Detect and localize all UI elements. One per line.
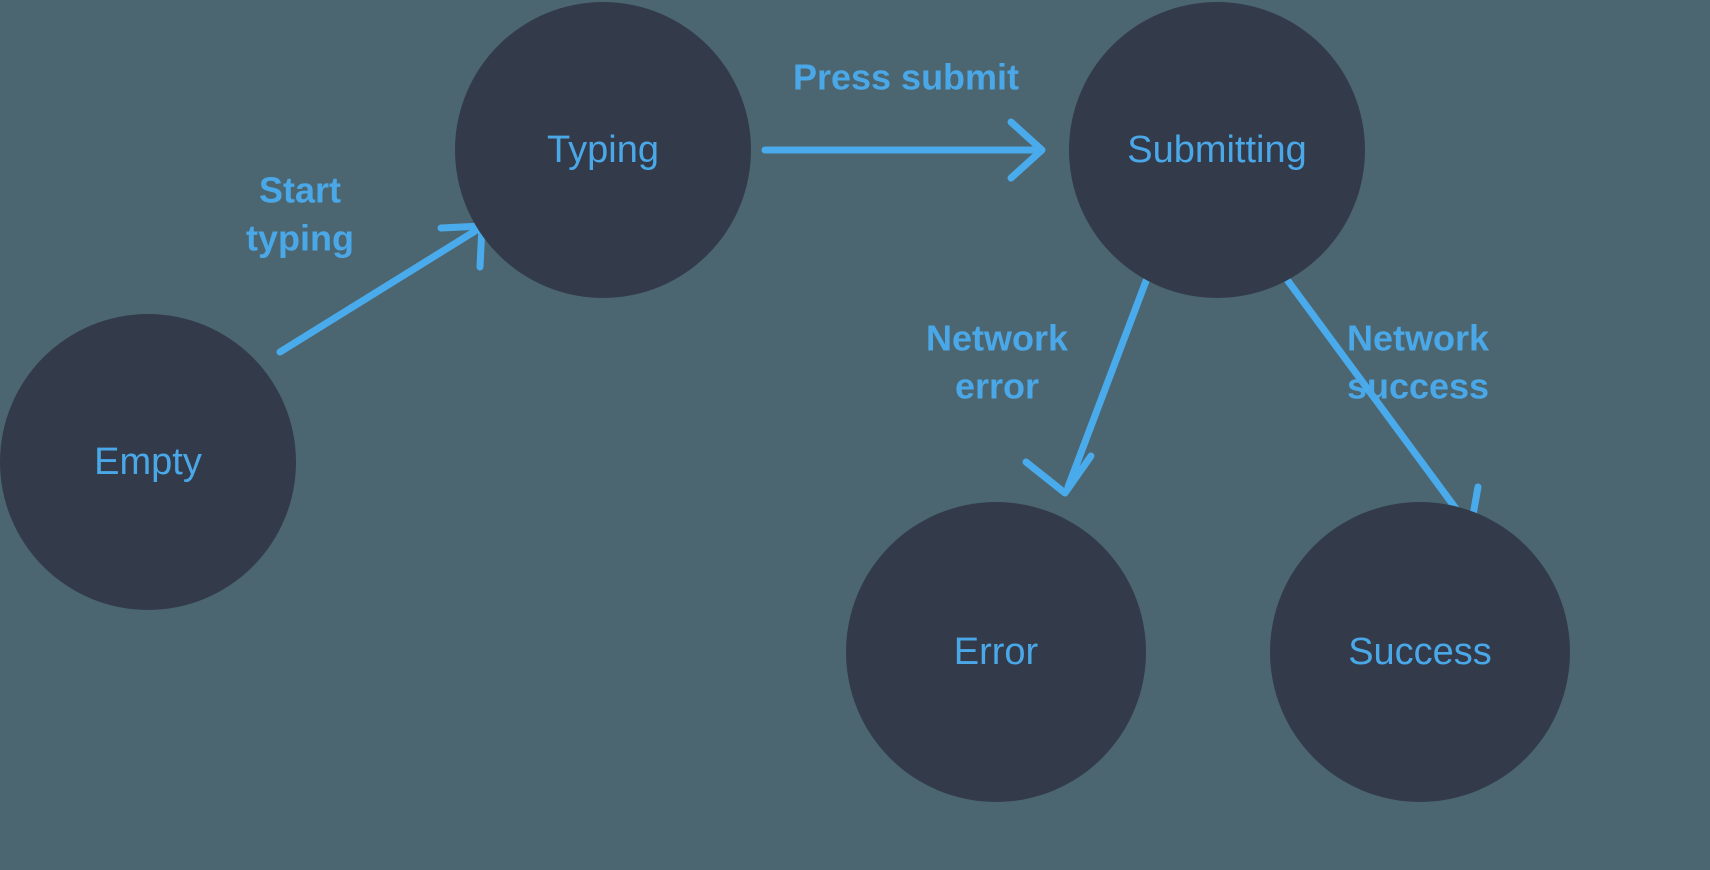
edge-network-success-line (1284, 277, 1472, 529)
state-node-error-circle[interactable] (846, 502, 1146, 802)
edge-network-error (1022, 277, 1150, 497)
state-node-submitting[interactable]: Submitting (1069, 2, 1365, 298)
edge-label-start-typing-line1: Start (259, 170, 341, 211)
state-node-submitting-circle[interactable] (1069, 2, 1365, 298)
state-node-empty-circle[interactable] (0, 314, 296, 610)
state-node-success[interactable]: Success (1270, 502, 1570, 802)
state-node-typing-circle[interactable] (455, 2, 751, 298)
state-node-error-label: Error (954, 631, 1039, 673)
state-node-submitting-label: Submitting (1127, 129, 1307, 171)
edge-label-network-error-line1: Network (926, 318, 1069, 359)
edge-press-submit-arrowhead (1007, 118, 1046, 182)
edge-network-error-arrowhead (1022, 452, 1095, 497)
edge-label-network-success-line2: success (1347, 366, 1489, 407)
state-node-success-label: Success (1348, 631, 1492, 673)
edge-network-error-line (1064, 277, 1150, 491)
edge-label-start-typing-line2: typing (246, 218, 354, 259)
edge-press-submit (761, 118, 1046, 182)
edge-start-typing-line (276, 224, 484, 356)
edge-label-press-submit: Press submit (793, 57, 1019, 98)
state-node-typing[interactable]: Typing (455, 2, 751, 298)
state-node-error[interactable]: Error (846, 502, 1146, 802)
edge-label-network-success-line1: Network (1347, 318, 1490, 359)
state-node-success-circle[interactable] (1270, 502, 1570, 802)
state-node-empty[interactable]: Empty (0, 314, 296, 610)
state-node-empty-label: Empty (94, 441, 202, 483)
state-node-typing-label: Typing (547, 129, 659, 171)
edge-label-network-error-line2: error (955, 366, 1039, 407)
